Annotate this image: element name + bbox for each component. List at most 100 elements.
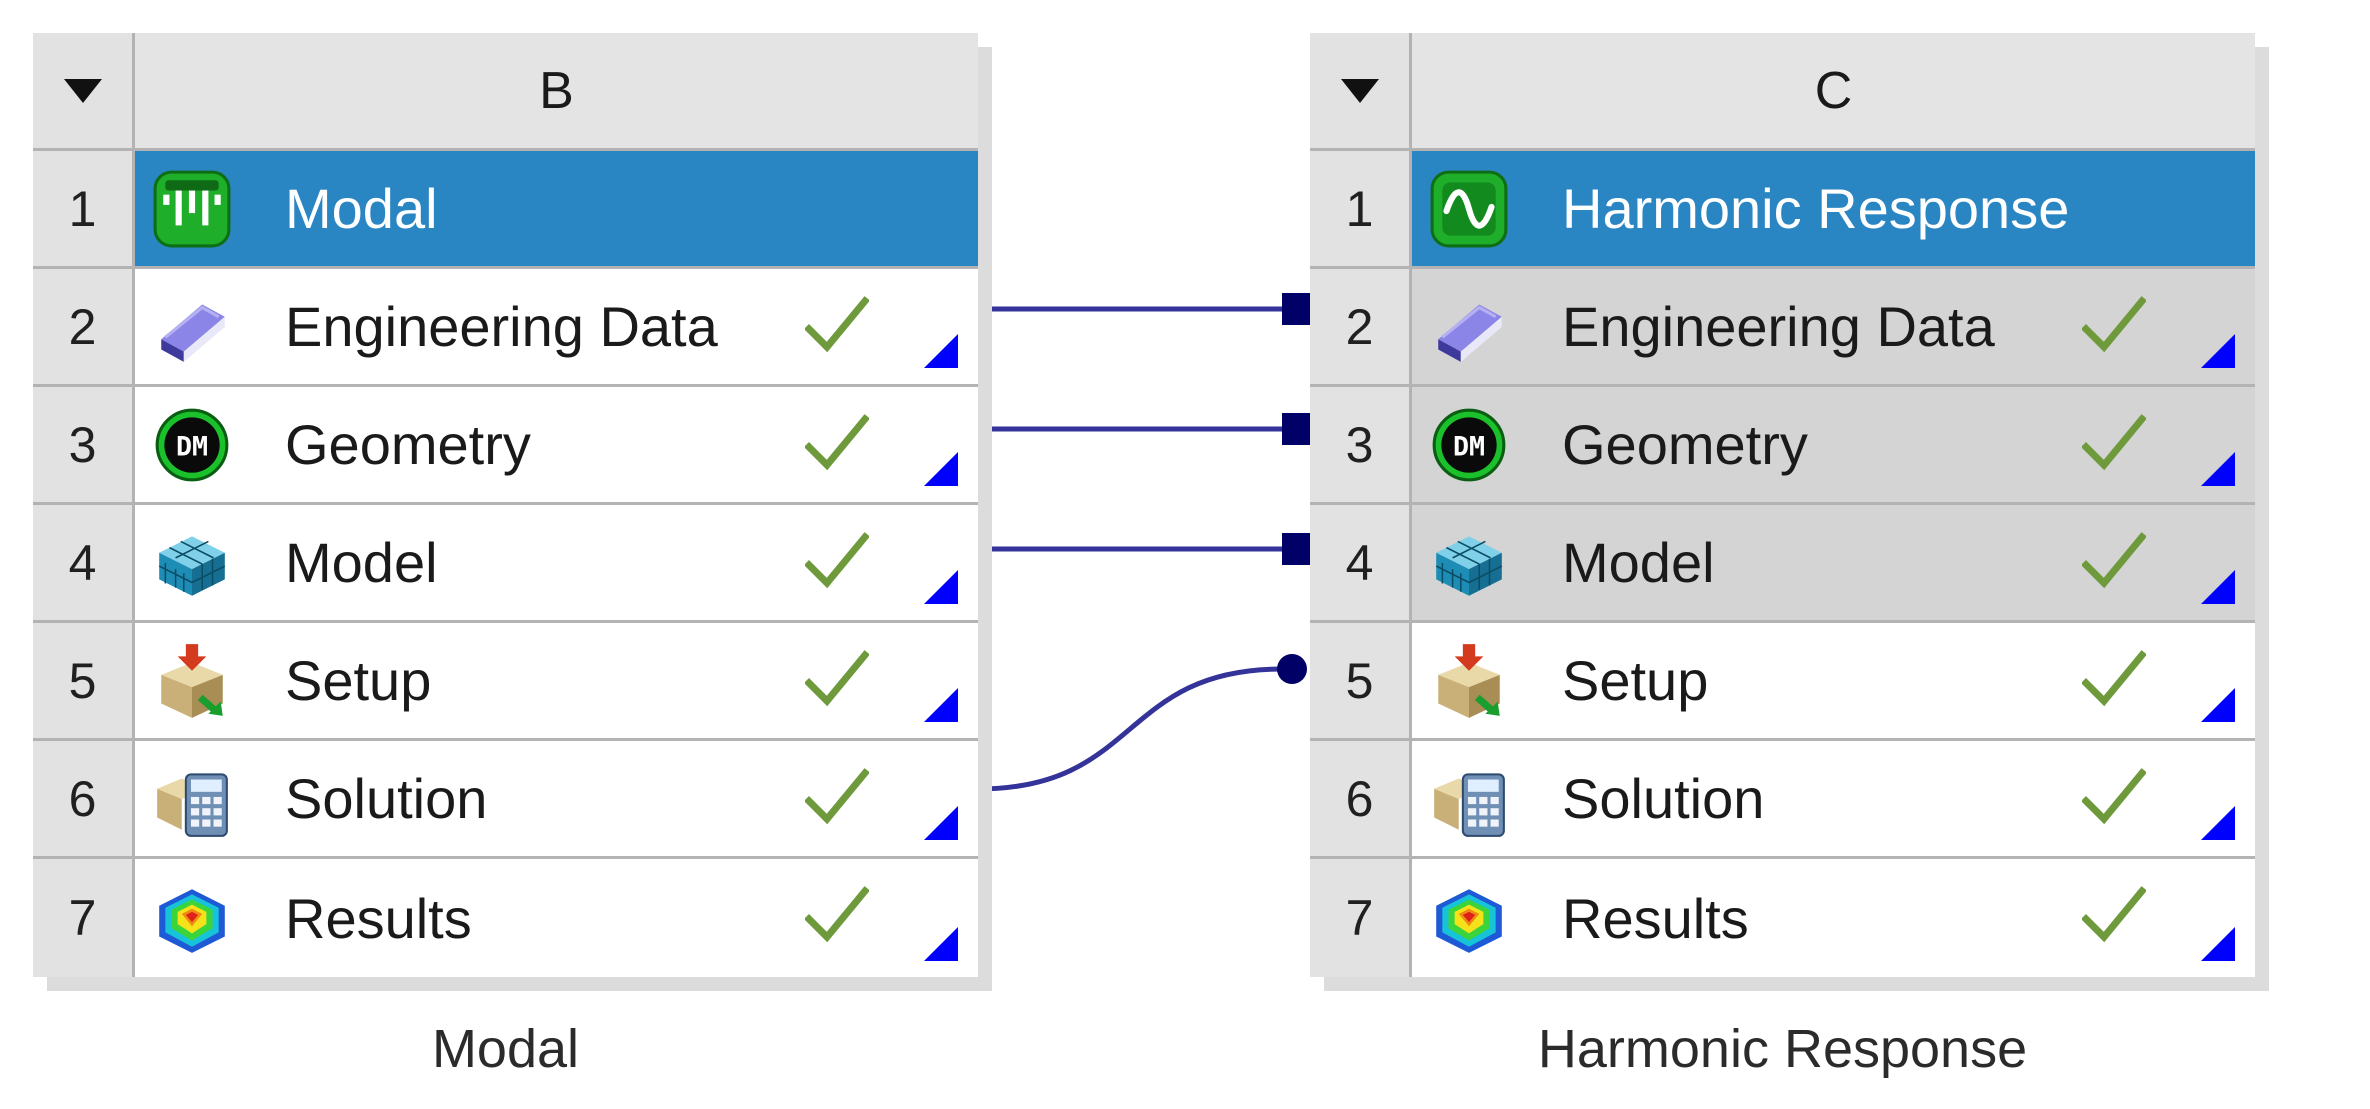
cell-content[interactable]: Engineering Data <box>1412 269 2255 384</box>
cell-row-engineering-data[interactable]: 2 Engineering Data <box>1310 269 2255 387</box>
cell-content[interactable]: Engineering Data <box>135 269 978 384</box>
cell-content[interactable]: Setup <box>1412 623 2255 738</box>
column-letter: B <box>135 33 978 148</box>
row-number: 3 <box>1310 387 1412 502</box>
cell-content[interactable]: Model <box>135 505 978 620</box>
link-solution-to-setup[interactable] <box>977 666 1283 792</box>
engineering-data-book-icon <box>1424 282 1514 372</box>
cell-label: Engineering Data <box>1562 295 1995 358</box>
cell-content[interactable]: DM Geometry <box>135 387 978 502</box>
blue-corner-triangle-icon[interactable] <box>2201 570 2235 604</box>
green-checkmark-icon <box>2081 649 2147 709</box>
caret-down-icon[interactable] <box>1340 78 1379 103</box>
shared-marker-3 <box>1282 413 1310 445</box>
blue-corner-triangle-icon[interactable] <box>2201 806 2235 840</box>
cell-label: Results <box>285 886 472 950</box>
blue-corner-triangle-icon[interactable] <box>2201 927 2235 961</box>
green-checkmark-icon <box>2081 413 2147 473</box>
green-checkmark-icon <box>804 649 870 709</box>
row-number: 1 <box>1310 151 1412 266</box>
cell-content[interactable]: Results <box>135 859 978 977</box>
blue-corner-triangle-icon[interactable] <box>924 334 958 368</box>
row-number: 2 <box>1310 269 1412 384</box>
cell-content[interactable]: Setup <box>135 623 978 738</box>
engineering-data-book-icon <box>147 282 237 372</box>
collapse-toggle[interactable] <box>1310 33 1412 148</box>
row-number: 3 <box>33 387 135 502</box>
row-number: 1 <box>33 151 135 266</box>
green-checkmark-icon <box>2081 767 2147 827</box>
row-number: 4 <box>1310 505 1412 620</box>
blue-corner-triangle-icon[interactable] <box>924 688 958 722</box>
system-title-row[interactable]: 1 Harmonic Response <box>1310 151 2255 269</box>
cell-label: Setup <box>285 649 432 712</box>
system-caption-modal[interactable]: Modal <box>431 1019 580 1079</box>
green-checkmark-icon <box>2081 885 2147 945</box>
blue-corner-triangle-icon[interactable] <box>2201 334 2235 368</box>
green-checkmark-icon <box>2081 531 2147 591</box>
solution-calculator-icon <box>1424 754 1514 844</box>
collapse-toggle[interactable] <box>33 33 135 148</box>
cell-row-model[interactable]: 4 Model <box>33 505 978 623</box>
cell-label: Model <box>285 531 438 594</box>
blue-corner-triangle-icon[interactable] <box>2201 688 2235 722</box>
row-number: 6 <box>33 741 135 856</box>
shared-marker-2 <box>1282 293 1310 325</box>
row-number: 7 <box>1310 859 1412 977</box>
model-mesh-icon <box>147 518 237 608</box>
setup-icon <box>147 636 237 726</box>
cell-row-solution[interactable]: 6 Solution <box>33 741 978 859</box>
blue-corner-triangle-icon[interactable] <box>924 806 958 840</box>
results-contour-icon <box>1424 873 1514 963</box>
row-number: 2 <box>33 269 135 384</box>
blue-corner-triangle-icon[interactable] <box>924 452 958 486</box>
cell-label: Solution <box>285 767 488 830</box>
shared-marker-4 <box>1282 533 1310 565</box>
cell-row-engineering-data[interactable]: 2 Engineering Data <box>33 269 978 387</box>
cell-label: Model <box>1562 531 1715 594</box>
blue-corner-triangle-icon[interactable] <box>924 927 958 961</box>
blue-corner-triangle-icon[interactable] <box>924 570 958 604</box>
cell-content[interactable]: DM Geometry <box>1412 387 2255 502</box>
cell-content[interactable]: Solution <box>135 741 978 856</box>
setup-icon <box>1424 636 1514 726</box>
green-checkmark-icon <box>804 767 870 827</box>
row-number: 4 <box>33 505 135 620</box>
cell-label: Geometry <box>1562 413 1808 476</box>
system-header: B <box>33 33 978 151</box>
row-number: 6 <box>1310 741 1412 856</box>
cell-label: Modal <box>285 177 438 240</box>
cell-row-results[interactable]: 7 Results <box>1310 859 2255 977</box>
system-title-row[interactable]: 1 Modal <box>33 151 978 269</box>
green-checkmark-icon <box>804 531 870 591</box>
cell-label: Engineering Data <box>285 295 718 358</box>
harmonic-wave-icon <box>1424 164 1514 254</box>
cell-label: Results <box>1562 886 1749 950</box>
cell-label: Geometry <box>285 413 531 476</box>
cell-content[interactable]: Modal <box>135 151 978 266</box>
geometry-dm-icon: DM <box>147 400 237 490</box>
geometry-dm-icon: DM <box>1424 400 1514 490</box>
blue-corner-triangle-icon[interactable] <box>2201 452 2235 486</box>
cell-content[interactable]: Model <box>1412 505 2255 620</box>
cell-row-model[interactable]: 4 Model <box>1310 505 2255 623</box>
system-header: C <box>1310 33 2255 151</box>
green-checkmark-icon <box>804 885 870 945</box>
cell-content[interactable]: Solution <box>1412 741 2255 856</box>
system-caption-harmonic[interactable]: Harmonic Response <box>1537 1019 2028 1079</box>
cell-label: Harmonic Response <box>1562 177 2070 240</box>
cell-content[interactable]: Harmonic Response <box>1412 151 2255 266</box>
cell-content[interactable]: Results <box>1412 859 2255 977</box>
modal-icon <box>147 164 237 254</box>
caret-down-icon[interactable] <box>63 78 102 103</box>
green-checkmark-icon <box>2081 295 2147 355</box>
